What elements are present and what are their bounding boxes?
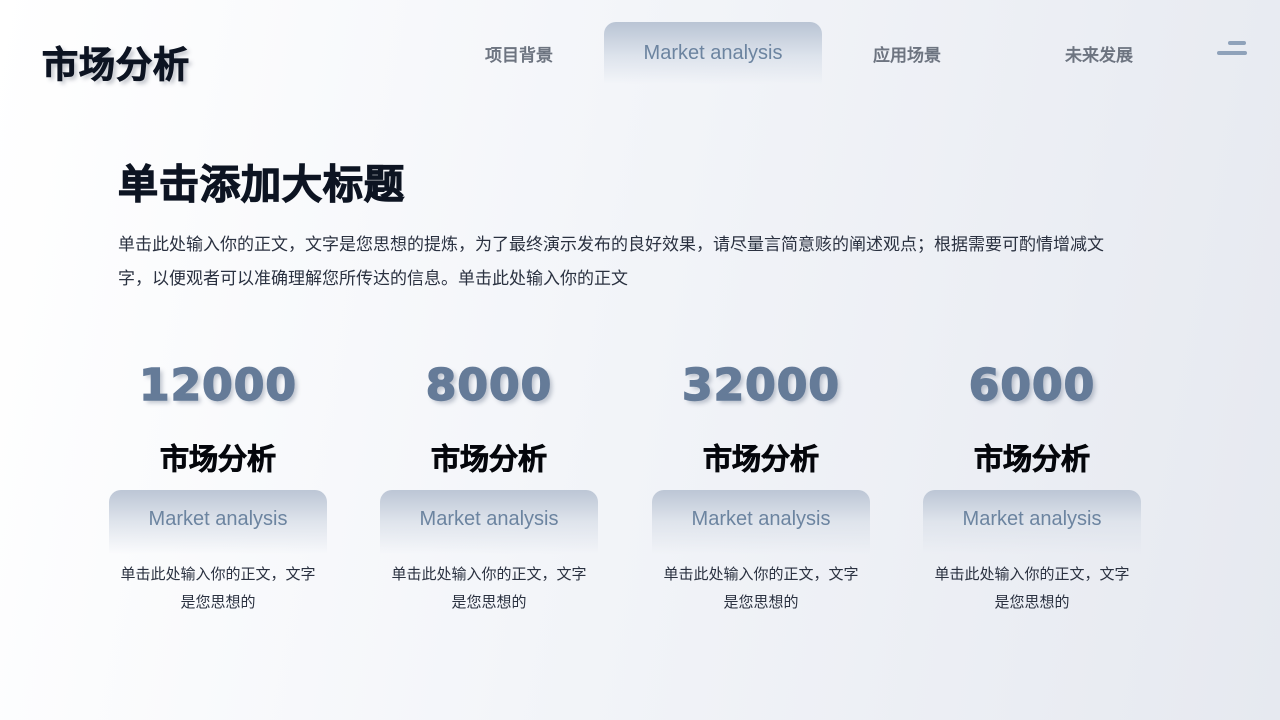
stat-pill: Market analysis <box>380 490 598 554</box>
stat-number: 8000 <box>425 359 553 412</box>
stat-cards: 12000 市场分析 Market analysis 单击此处输入你的正文，文字… <box>0 350 1280 630</box>
tab-label: 应用场景 <box>873 45 941 66</box>
menu-icon-line <box>1228 41 1246 45</box>
stat-number: 32000 <box>681 359 841 412</box>
stat-pill: Market analysis <box>923 490 1141 554</box>
body-paragraph: 单击此处输入你的正文，文字是您思想的提炼，为了最终演示发布的良好效果，请尽量言简… <box>118 235 1104 289</box>
stat-pill: Market analysis <box>652 490 870 554</box>
stat-description: 单击此处输入你的正文，文字是您思想的 <box>120 565 316 611</box>
stat-title: 市场分析 <box>430 442 548 477</box>
stat-number: 6000 <box>968 359 1096 412</box>
menu-icon-line <box>1217 51 1247 55</box>
stat-card: 8000 市场分析 Market analysis 单击此处输入你的正文，文字是… <box>380 350 598 620</box>
tab-label: Market analysis <box>643 41 783 64</box>
stat-title: 市场分析 <box>159 442 277 477</box>
tab-future-development[interactable]: 未来发展 <box>1034 22 1164 84</box>
stat-title: 市场分析 <box>973 442 1091 477</box>
top-nav: 项目背景 Market analysis 应用场景 未来发展 <box>0 22 1280 86</box>
stat-description: 单击此处输入你的正文，文字是您思想的 <box>934 565 1130 611</box>
stat-card: 12000 市场分析 Market analysis 单击此处输入你的正文，文字… <box>109 350 327 620</box>
stat-pill: Market analysis <box>109 490 327 554</box>
tab-application-scenarios[interactable]: 应用场景 <box>842 22 972 84</box>
tab-market-analysis[interactable]: Market analysis <box>604 22 822 84</box>
stat-title: 市场分析 <box>702 442 820 477</box>
page-heading: 单击添加大标题 <box>117 161 405 208</box>
tab-project-background[interactable]: 项目背景 <box>454 22 584 84</box>
stat-description: 单击此处输入你的正文，文字是您思想的 <box>391 565 587 611</box>
stat-card: 32000 市场分析 Market analysis 单击此处输入你的正文，文字… <box>652 350 870 620</box>
brand-title: 市场分析 <box>41 45 191 87</box>
tab-label: 未来发展 <box>1065 45 1133 66</box>
stat-number: 12000 <box>138 359 298 412</box>
menu-icon[interactable] <box>1216 40 1248 58</box>
stat-description: 单击此处输入你的正文，文字是您思想的 <box>663 565 859 611</box>
stat-card: 6000 市场分析 Market analysis 单击此处输入你的正文，文字是… <box>923 350 1141 620</box>
tab-label: 项目背景 <box>485 45 553 66</box>
